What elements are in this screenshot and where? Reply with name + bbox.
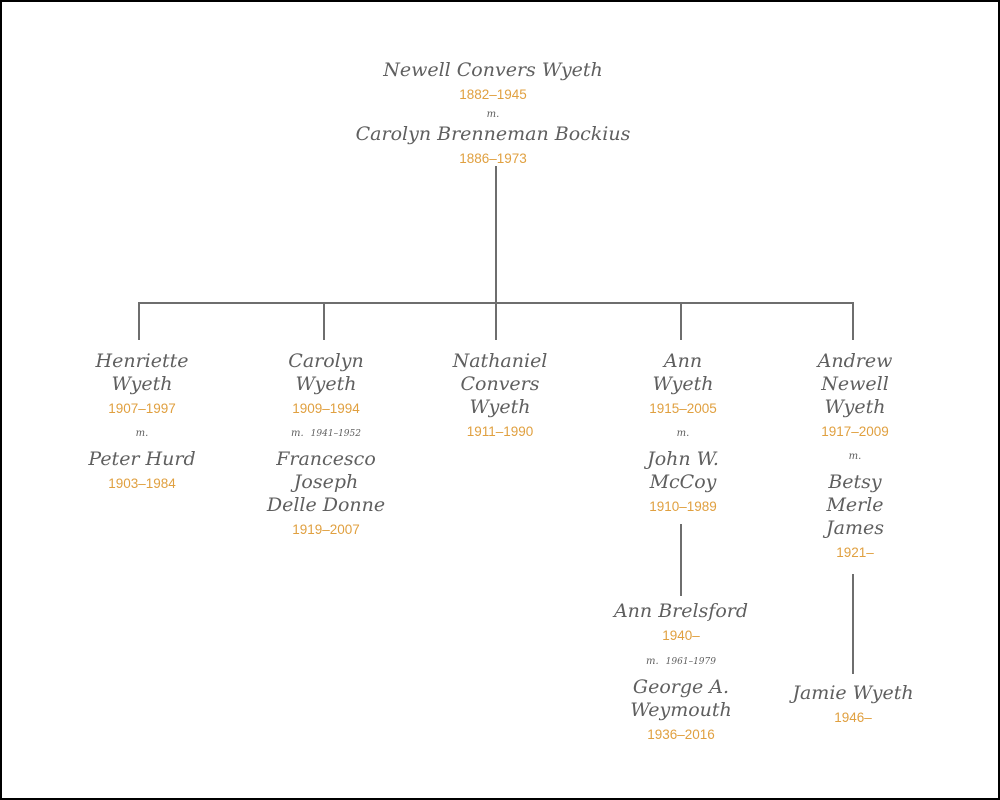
ann-brelsford-married-marker: m.1961–1979 <box>646 656 716 667</box>
root-name: Newell Convers Wyeth <box>383 59 603 81</box>
person-betsy-james-years: 1921– <box>836 545 874 560</box>
person-peter-hurd-years: 1903–1984 <box>108 476 176 491</box>
person-john-mccoy-years: 1910–1989 <box>649 499 717 514</box>
person-ann-name: Ann Wyeth <box>652 350 714 395</box>
person-john-mccoy-name: John W. McCoy <box>647 448 719 493</box>
person-nathaniel-name: Nathaniel Convers Wyeth <box>452 350 548 418</box>
person-nathaniel-years: 1911–1990 <box>466 424 534 439</box>
carolyn-married-marker: m.1941–1952 <box>291 428 361 439</box>
root-spouse-years: 1886–1973 <box>459 151 527 166</box>
person-george-weymouth-name: George A. Weymouth <box>630 676 732 721</box>
person-francesco-name: Francesco Joseph Delle Donne <box>266 448 386 516</box>
andrew-married-marker: m. <box>848 451 862 462</box>
person-andrew-years: 1917–2009 <box>821 424 889 439</box>
drop-line-henriette <box>138 302 140 340</box>
root-descent-line <box>495 166 497 340</box>
root-married-marker: m. <box>486 109 500 120</box>
person-ann-years: 1915–2005 <box>649 401 717 416</box>
sibling-bar-line <box>138 302 854 304</box>
person-carolyn-name: Carolyn Wyeth <box>288 350 364 395</box>
ann-married-marker: m. <box>676 428 690 439</box>
person-george-weymouth-years: 1936–2016 <box>647 727 715 742</box>
carolyn-married-span: 1941–1952 <box>310 429 361 439</box>
person-henriette-years: 1907–1997 <box>108 401 176 416</box>
person-jamie-name: Jamie Wyeth <box>792 682 914 704</box>
descent-line-jamie <box>852 574 854 674</box>
person-francesco-years: 1919–2007 <box>292 522 360 537</box>
person-carolyn-years: 1909–1994 <box>292 401 360 416</box>
root-spouse-name: Carolyn Brenneman Bockius <box>355 123 631 145</box>
descent-line-ann-brelsford <box>680 524 682 596</box>
person-betsy-james-name: Betsy Merle James <box>826 471 884 539</box>
henriette-married-marker: m. <box>135 428 149 439</box>
person-ann-brelsford-name: Ann Brelsford <box>613 600 749 622</box>
person-jamie-years: 1946– <box>834 710 872 725</box>
drop-line-ann <box>680 302 682 340</box>
person-peter-hurd-name: Peter Hurd <box>88 448 196 470</box>
person-andrew-name: Andrew Newell Wyeth <box>817 350 893 418</box>
drop-line-andrew <box>852 302 854 340</box>
drop-line-carolyn <box>323 302 325 340</box>
ann-brelsford-married-span: 1961–1979 <box>665 657 716 667</box>
person-henriette-name: Henriette Wyeth <box>95 350 189 395</box>
person-ann-brelsford-years: 1940– <box>662 628 700 643</box>
root-years: 1882–1945 <box>459 87 527 102</box>
